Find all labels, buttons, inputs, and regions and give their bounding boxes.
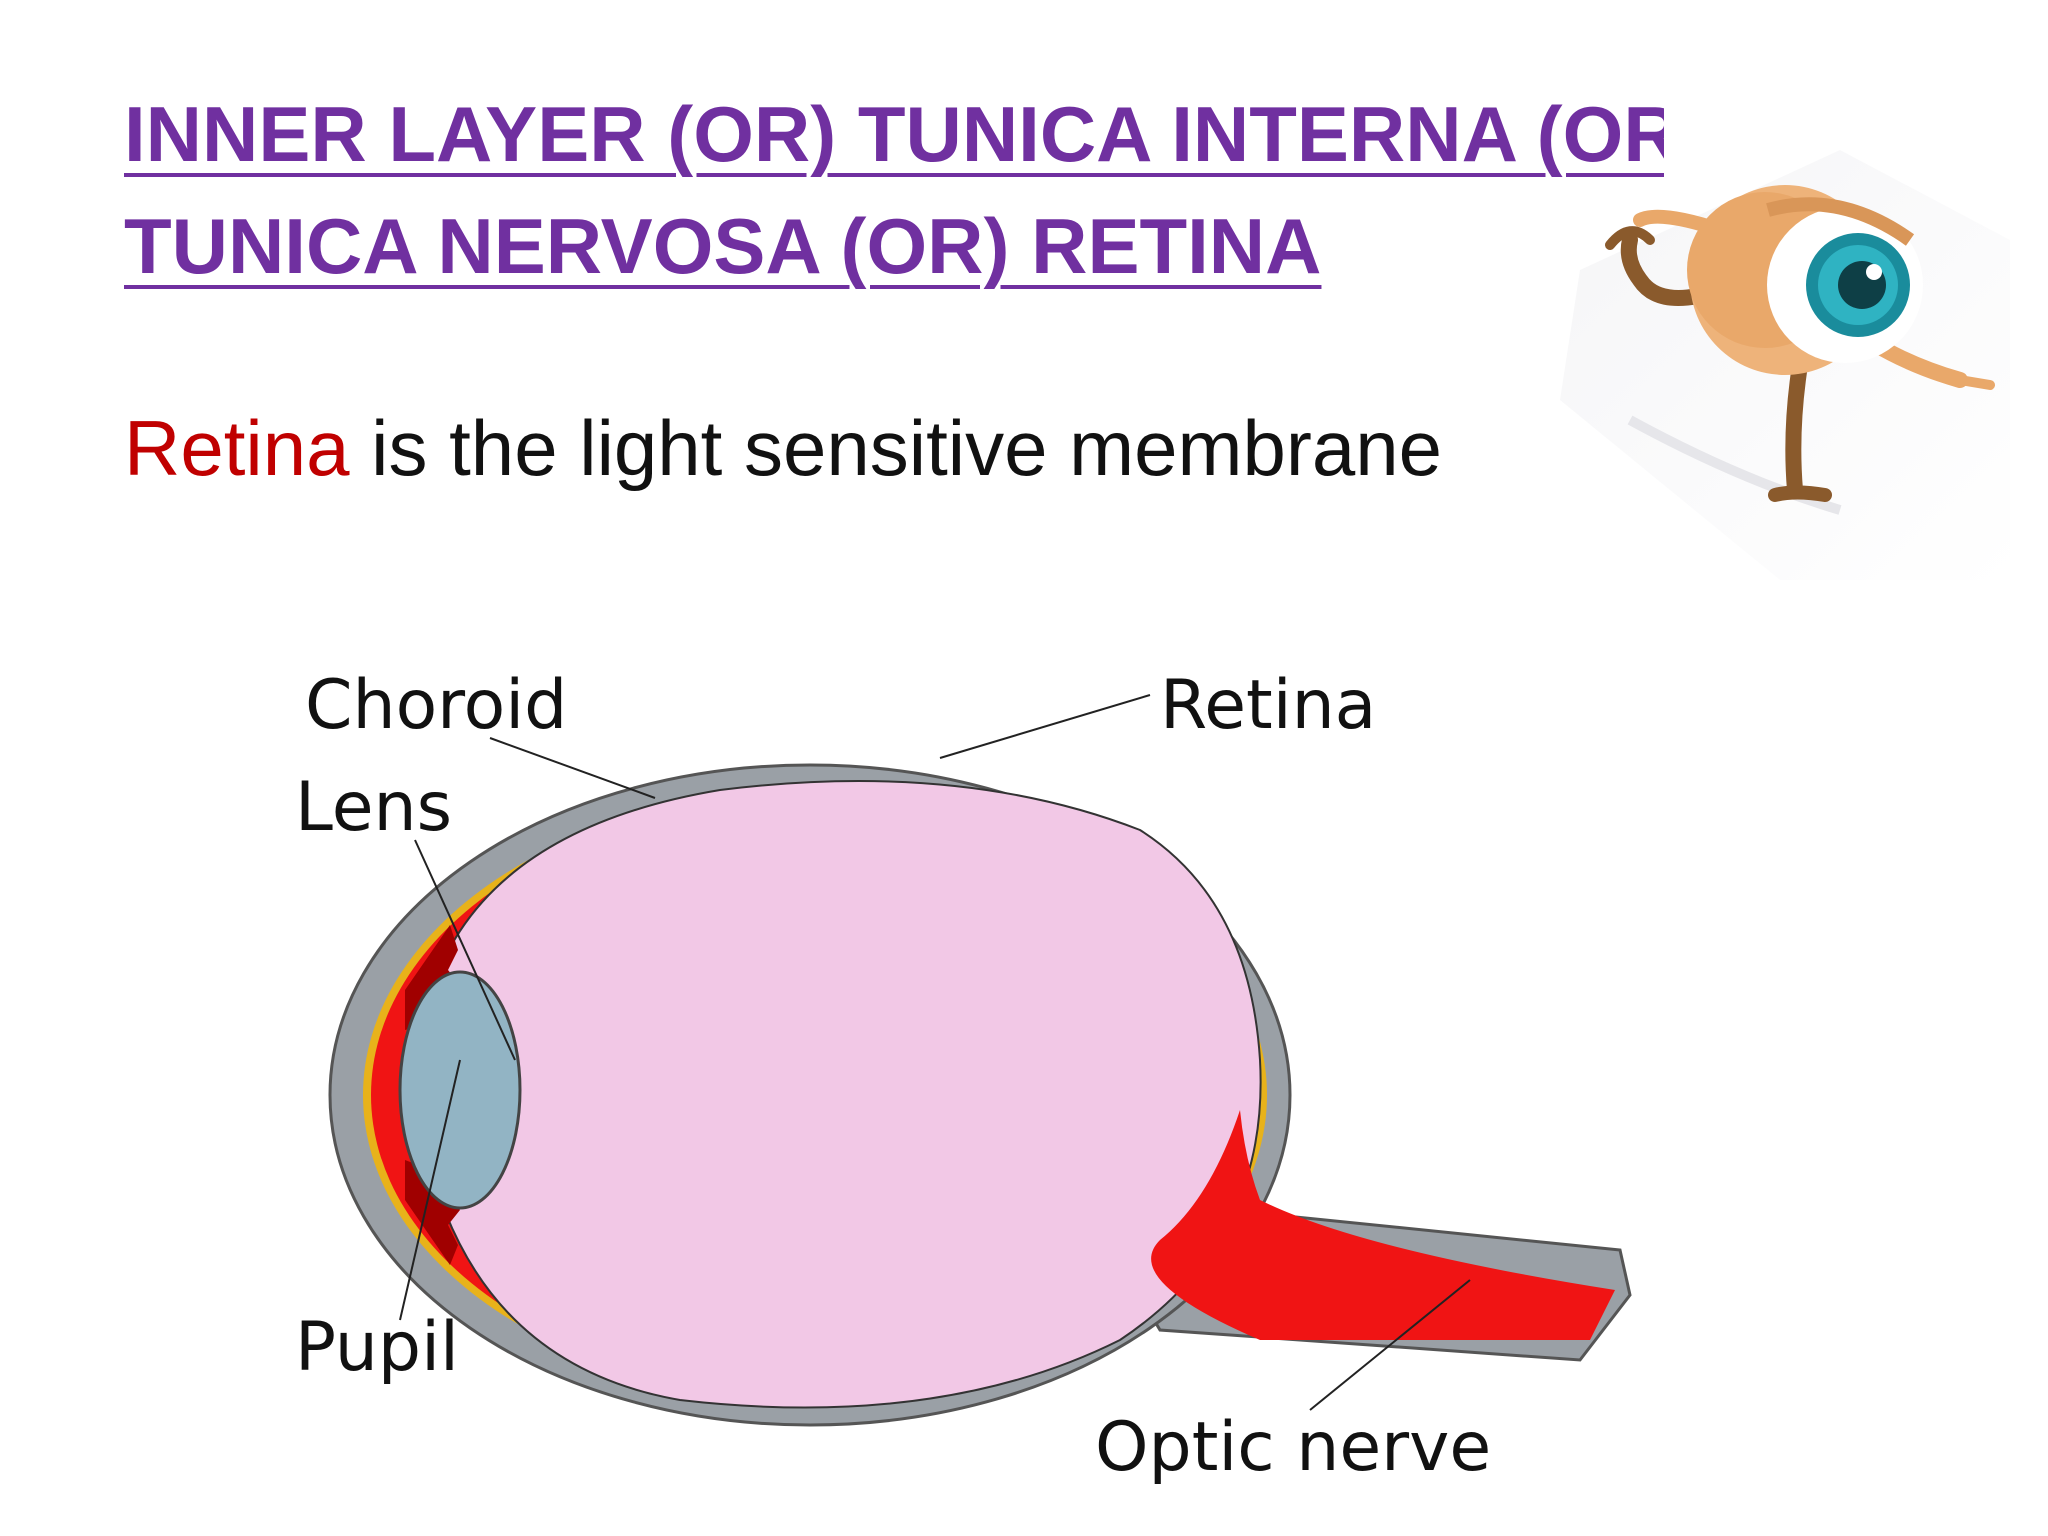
optic-nerve	[1151, 1110, 1615, 1340]
optic-nerve-leader	[1309, 1279, 1471, 1411]
title-line-1: INNER LAYER (OR) TUNICA INTERNA (OR)	[124, 90, 1664, 178]
label-pupil: Pupil	[295, 1308, 459, 1387]
slide-title: INNER LAYER (OR) TUNICA INTERNA (OR) TUN…	[124, 78, 1664, 302]
definition-text: Retina is the light sensitive membrane	[124, 398, 1442, 498]
retina-highlight: Retina	[124, 404, 350, 492]
retina-leader	[939, 694, 1151, 759]
label-choroid: Choroid	[305, 666, 567, 745]
choroid-leader	[489, 737, 656, 799]
lens	[398, 970, 522, 1210]
label-lens: Lens	[295, 768, 452, 847]
vitreous-body	[413, 780, 1262, 1409]
label-optic-nerve: Optic nerve	[1095, 1408, 1491, 1487]
definition-rest: is the light sensitive membrane	[349, 404, 1442, 492]
walking-eyeball-icon	[1560, 150, 2010, 580]
pupil-leader	[399, 1059, 461, 1321]
label-retina: Retina	[1160, 666, 1376, 745]
eye-cross-section-diagram: Choroid Lens Retina Pupil Optic nerve	[295, 666, 1632, 1487]
lens-leader	[414, 839, 516, 1061]
title-line-2: TUNICA NERVOSA (OR) RETINA	[124, 202, 1322, 290]
